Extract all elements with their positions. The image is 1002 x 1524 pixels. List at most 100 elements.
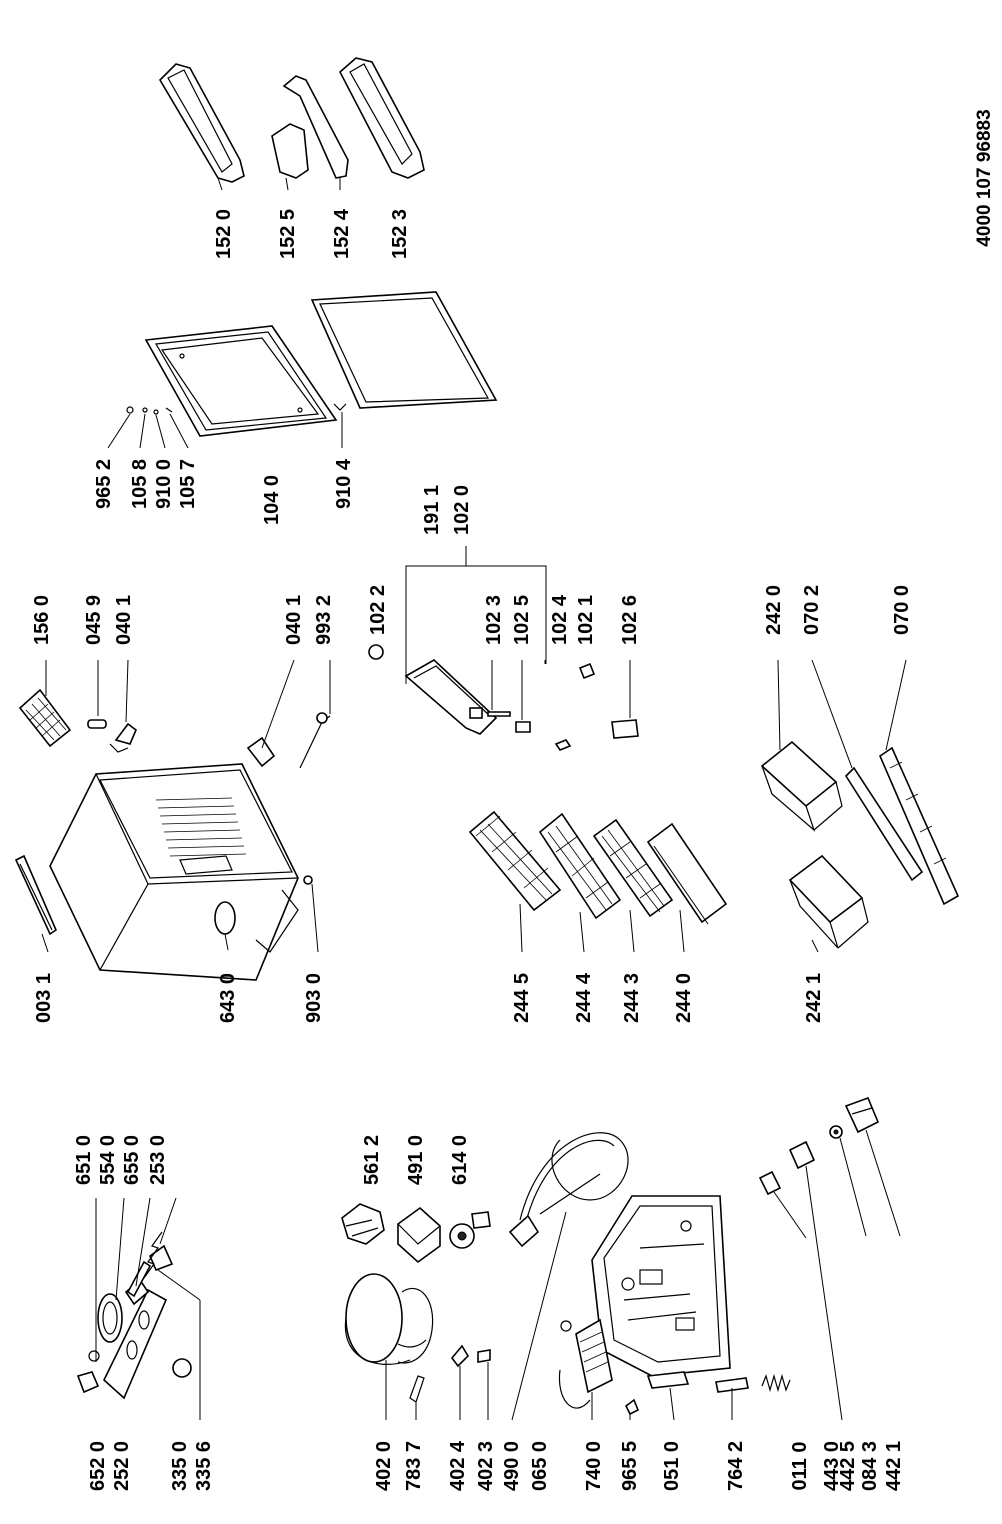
- callout-903-0: 903 0: [303, 973, 325, 1023]
- ice-tray-1560: [18, 688, 72, 748]
- callout-910-4: 910 4: [333, 458, 355, 509]
- shelf-2445: [468, 810, 562, 912]
- compressor-4020: [344, 1273, 434, 1365]
- sensor-9932: [299, 660, 331, 769]
- top-cover-0031: [14, 854, 57, 936]
- callout-045-9: 045 9: [83, 595, 105, 645]
- callout-252-0: 252 0: [111, 1441, 133, 1491]
- grommet-4024: [450, 1344, 470, 1420]
- callout-491-0: 491 0: [405, 1135, 427, 1185]
- shelf-2444: [538, 812, 622, 920]
- base-rail-0702: [811, 659, 924, 882]
- callout-910-0: 910 0: [153, 459, 175, 509]
- callout-191-1: 191 1: [421, 485, 443, 535]
- callout-102-6: 102 6: [619, 595, 641, 645]
- hinge-small-parts: [107, 403, 347, 449]
- fan-heater-7400: [558, 1318, 613, 1420]
- callout-040-1-a: 040 1: [113, 595, 135, 645]
- callout-244-0: 244 0: [673, 973, 695, 1023]
- shelf-2443: [592, 818, 674, 918]
- callout-554-0: 554 0: [97, 1135, 119, 1185]
- crisper-2421: [788, 854, 869, 949]
- callout-011-0: 011 0: [789, 1442, 811, 1491]
- callout-643-0: 643 0: [217, 973, 239, 1023]
- door-bin-1520: [158, 63, 245, 191]
- leader-2444: [579, 911, 585, 953]
- cabinet-handle-6430: [214, 901, 236, 951]
- callout-993-2: 993 2: [313, 595, 335, 645]
- glass-shelf-2440: [646, 822, 728, 925]
- screw-9655: [624, 1398, 640, 1420]
- thermostat-0401b: [246, 659, 295, 768]
- callout-402-3: 402 3: [475, 1441, 497, 1491]
- document-number: 4000 107 96883: [974, 109, 995, 246]
- drawer-1020: [404, 659, 498, 735]
- bracket-1020: [405, 546, 547, 684]
- callout-402-4: 402 4: [447, 1440, 469, 1491]
- callout-965-2: 965 2: [93, 459, 115, 509]
- callout-105-8: 105 8: [129, 459, 151, 509]
- callout-651-0: 651 0: [73, 1135, 95, 1185]
- callout-335-6: 335 6: [193, 1441, 215, 1491]
- callout-104-0: 104 0: [261, 475, 283, 525]
- callout-102-4: 102 4: [549, 594, 571, 645]
- callout-244-3: 244 3: [621, 973, 643, 1023]
- callout-244-5: 244 5: [511, 973, 533, 1023]
- callout-764-2: 764 2: [725, 1441, 747, 1491]
- lamp-cover-5540: [97, 1293, 123, 1343]
- callout-040-1-b: 040 1: [283, 595, 305, 645]
- part-4421: [844, 1096, 901, 1237]
- callout-102-5: 102 5: [511, 595, 533, 645]
- drier-7642: [715, 1377, 749, 1420]
- spring-0110: [761, 1373, 791, 1393]
- power-cord-4900: [508, 1132, 629, 1421]
- pipe-0510: [646, 1371, 690, 1421]
- callout-561-2: 561 2: [361, 1135, 383, 1185]
- knob-3350: [172, 1358, 192, 1378]
- callout-490-0: 490 0: [501, 1441, 523, 1491]
- door-bin-1524: [282, 75, 349, 190]
- callout-152-3: 152 3: [389, 209, 411, 259]
- thermostat-housing-2520: [103, 1288, 168, 1400]
- callout-102-3: 102 3: [483, 595, 505, 645]
- leader-2440: [679, 909, 685, 953]
- callout-242-0: 242 0: [763, 585, 785, 635]
- callout-156-0: 156 0: [31, 595, 53, 645]
- callout-102-0: 102 0: [451, 485, 473, 535]
- callout-335-0: 335 0: [169, 1441, 191, 1491]
- base-plate-0510: [591, 1195, 731, 1377]
- callout-402-0: 402 0: [373, 1441, 395, 1491]
- callout-152-0: 152 0: [213, 209, 235, 259]
- callout-655-0: 655 0: [121, 1135, 143, 1185]
- callout-242-1: 242 1: [803, 973, 825, 1023]
- callout-102-1: 102 1: [575, 595, 597, 645]
- callout-065-0: 065 0: [529, 1441, 551, 1491]
- callout-443-0: 443 0: [821, 1441, 843, 1491]
- klixon-6140: [449, 1211, 491, 1249]
- part-4425: [788, 1140, 843, 1421]
- callout-105-7: 105 7: [177, 459, 199, 509]
- leader-2445: [519, 903, 523, 953]
- thermostat-0401: [109, 722, 137, 753]
- door-bin-1523: [339, 57, 425, 179]
- callout-152-5: 152 5: [277, 209, 299, 259]
- part-0843: [829, 1125, 867, 1237]
- callout-070-0: 070 0: [891, 585, 913, 635]
- clamp-7837: [409, 1375, 425, 1420]
- leader-2420: [777, 659, 781, 751]
- cabinet-body: [49, 763, 299, 981]
- callout-070-2: 070 2: [801, 585, 823, 635]
- part-4430: [758, 1170, 807, 1239]
- leader-0031: [41, 933, 49, 953]
- callout-003-1: 003 1: [33, 973, 55, 1023]
- callout-965-5: 965 5: [619, 1441, 641, 1491]
- clip-4023: [477, 1349, 491, 1420]
- relay-parts: [341, 1203, 385, 1245]
- leader-2530: [159, 1197, 177, 1245]
- crisper-2420: [760, 740, 843, 832]
- callout-783-7: 783 7: [403, 1441, 425, 1491]
- leader-2443: [629, 909, 635, 953]
- leader-6550: [135, 1197, 151, 1287]
- callout-614-0: 614 0: [449, 1135, 471, 1185]
